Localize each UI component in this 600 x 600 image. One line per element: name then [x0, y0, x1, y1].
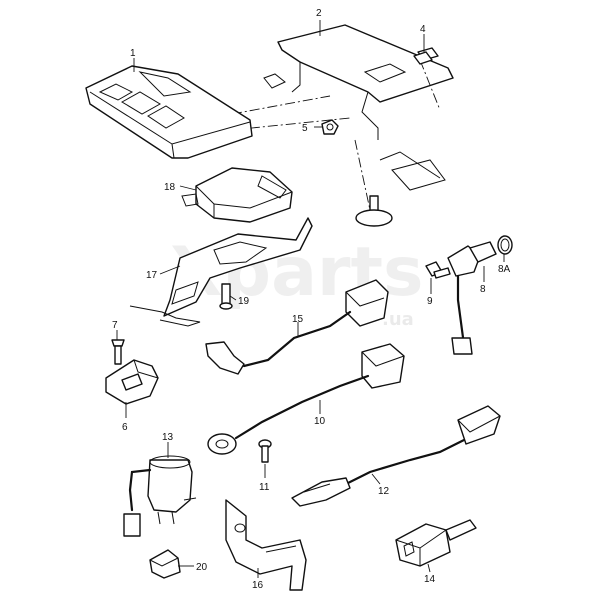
lambda-probe-part[interactable] — [291, 405, 501, 507]
callout-13: 13 — [162, 432, 174, 443]
screw-part[interactable] — [219, 283, 233, 310]
callout-11: 11 — [259, 482, 270, 493]
bolt-part[interactable] — [425, 261, 451, 279]
brake-switch-part[interactable] — [395, 519, 477, 567]
mounting-bracket-part[interactable] — [263, 24, 454, 140]
callout-8a: 8A — [498, 264, 511, 275]
callout-14: 14 — [424, 574, 436, 585]
bolt-small-part[interactable] — [111, 339, 125, 365]
knock-sensor-part[interactable] — [207, 343, 405, 455]
callout-12: 12 — [378, 486, 390, 497]
leader-lines — [116, 20, 505, 578]
callout-6: 6 — [122, 422, 128, 433]
callout-10: 10 — [314, 416, 326, 427]
callout-16: 16 — [252, 580, 264, 591]
watermark-suffix: .ua — [382, 309, 414, 330]
callout-7: 7 — [112, 320, 118, 331]
sensor-bracket-part[interactable] — [225, 499, 307, 591]
clip-part[interactable] — [149, 549, 181, 579]
callout-18: 18 — [164, 182, 176, 193]
o-ring-part[interactable] — [497, 235, 513, 255]
callout-5: 5 — [302, 123, 308, 134]
callout-20: 20 — [196, 562, 208, 573]
callout-2: 2 — [316, 8, 322, 19]
pressure-sensor-part[interactable] — [105, 359, 159, 405]
knock-bolt-part[interactable] — [258, 439, 272, 463]
callout-17: 17 — [146, 270, 158, 281]
callout-4: 4 — [420, 24, 426, 35]
control-module-part[interactable] — [181, 167, 293, 223]
vacuum-unit-part[interactable] — [123, 455, 197, 537]
callout-1: 1 — [130, 48, 136, 59]
callout-15: 15 — [292, 314, 304, 325]
stud-bolt-part[interactable] — [355, 151, 446, 227]
callout-9: 9 — [427, 296, 433, 307]
temperature-sensor-part[interactable] — [205, 279, 389, 375]
adhesive-pad-part[interactable] — [413, 51, 433, 65]
callout-19: 19 — [238, 296, 250, 307]
speed-sensor-part[interactable] — [447, 241, 497, 355]
callout-8: 8 — [480, 284, 486, 295]
nut-part[interactable] — [321, 119, 339, 135]
frame-bracket-part[interactable] — [129, 217, 313, 327]
control-unit-part[interactable] — [85, 65, 253, 159]
